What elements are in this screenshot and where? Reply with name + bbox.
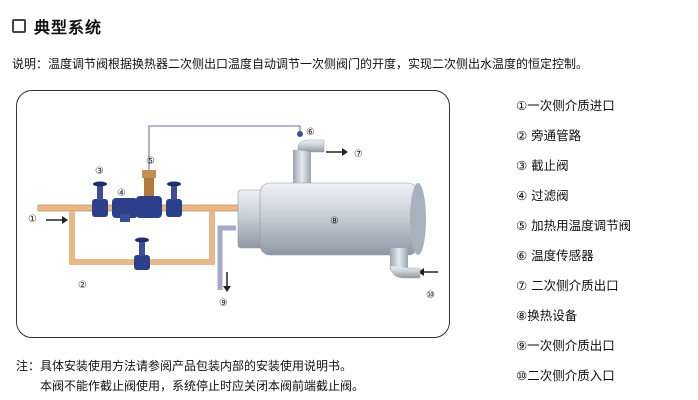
filter-valve-icon — [112, 198, 138, 222]
legend-item: ①一次侧介质进口 — [516, 98, 615, 113]
callout-7: ⑦ — [354, 149, 363, 160]
note-line-1: 注：具体安装使用方法请参阅产品包装内部的安装使用说明书。 — [16, 359, 353, 373]
callout-9: ⑨ — [219, 298, 228, 309]
sensor-line — [148, 125, 301, 170]
callout-5: ⑤ — [146, 156, 155, 167]
description: 说明：温度调节阀根据换热器二次侧出口温度自动调节一次侧阀门的开度，实现二次侧出水… — [12, 57, 589, 71]
legend-item: ⑦ 二次侧介质出口 — [516, 278, 619, 293]
note-line-2: 本阀不能作截止阀使用，系统停止时应关闭本阀前端截止阀。 — [40, 379, 365, 393]
diagram-frame — [16, 90, 450, 338]
stop-valve-right-icon — [166, 181, 182, 217]
title-square-icon — [12, 19, 26, 33]
callout-1: ① — [28, 214, 37, 225]
callout-8: ⑧ — [330, 216, 339, 227]
legend-item: ⑧换热设备 — [516, 308, 578, 323]
legend-item: ⑤ 加热用温度调节阀 — [516, 218, 632, 233]
legend-list: ①一次侧介质进口 ② 旁通管路 ③ 截止阀 ④ 过滤阀 ⑤ 加热用温度调节阀 ⑥… — [516, 96, 631, 396]
legend-item: ② 旁通管路 — [516, 128, 582, 143]
callout-4: ④ — [117, 188, 126, 199]
legend-item: ③ 截止阀 — [516, 158, 569, 173]
secondary-outlet-arrow — [326, 148, 348, 156]
callouts: ① ② ③ ④ ⑤ ⑥ ⑦ ⑧ ⑨ ⑩ — [28, 127, 435, 309]
inlet-arrow — [46, 216, 68, 224]
callout-2: ② — [78, 280, 87, 291]
heat-exchanger-icon — [237, 139, 426, 279]
outlet-arrow-down — [223, 272, 231, 292]
temperature-sensor-icon — [297, 131, 303, 137]
install-note: 注：具体安装使用方法请参阅产品包装内部的安装使用说明书。 本阀不能作截止阀使用，… — [16, 356, 364, 396]
legend-item: ⑨一次侧介质出口 — [516, 338, 615, 353]
legend-item: ⑩二次侧介质入口 — [516, 368, 615, 383]
primary-outlet-pipe — [217, 225, 236, 290]
legend-item: ⑥ 温度传感器 — [516, 248, 594, 263]
temperature-control-valve-icon — [136, 170, 162, 218]
title-area: 典型系统 — [12, 14, 102, 38]
page-title: 典型系统 — [34, 18, 103, 37]
callout-10: ⑩ — [426, 290, 435, 301]
stop-valve-left-icon — [92, 181, 108, 217]
bypass-valve-icon — [134, 237, 150, 270]
legend-item: ④ 过滤阀 — [516, 188, 569, 203]
secondary-inlet-arrow — [418, 268, 438, 276]
callout-3: ③ — [95, 166, 104, 177]
callout-6: ⑥ — [306, 127, 315, 138]
